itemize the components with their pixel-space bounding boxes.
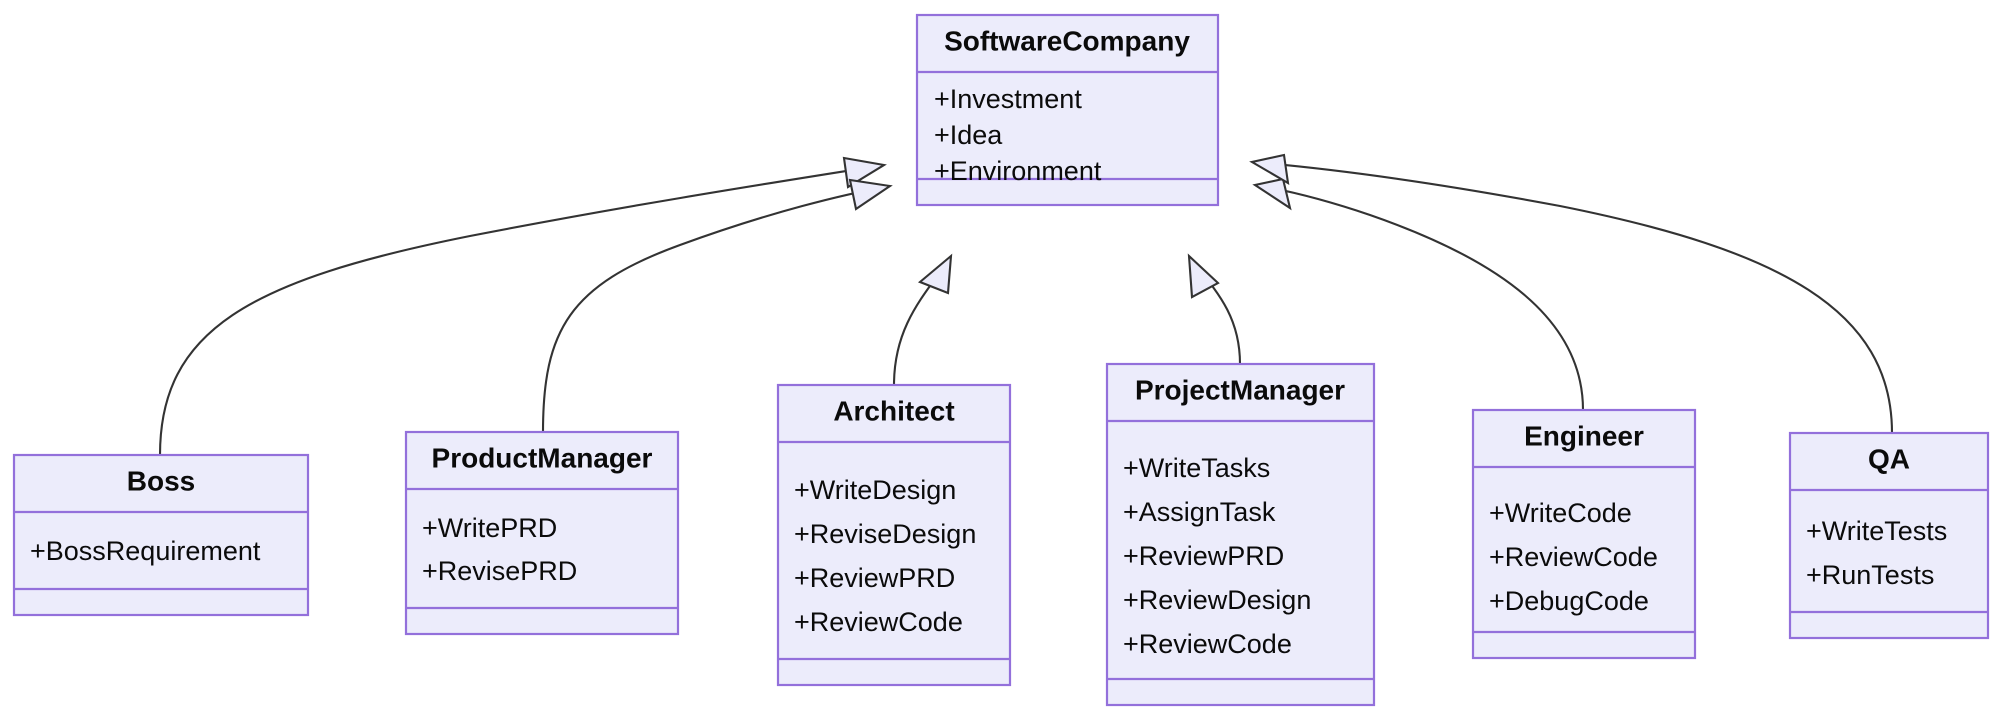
class-attribute: +AssignTask [1123, 497, 1276, 527]
class-attribute: +ReviseDesign [794, 519, 976, 549]
class-attribute: +WriteTasks [1123, 453, 1270, 483]
class-attribute: +DebugCode [1489, 586, 1649, 616]
class-box-project-manager[interactable]: ProjectManager +WriteTasks +AssignTask +… [1105, 362, 1376, 707]
class-attribute: +WriteCode [1489, 498, 1632, 528]
class-attribute: +Investment [934, 84, 1082, 114]
class-box-outline [776, 383, 1012, 687]
class-box-boss[interactable]: Boss +BossRequirement [12, 453, 310, 617]
class-title: Engineer [1524, 420, 1644, 451]
edge-project-manager-to-software-company [1187, 253, 1242, 365]
generalization-arrow-icon [848, 178, 893, 211]
class-attribute: +ReviewPRD [1123, 541, 1284, 571]
class-box-product-manager[interactable]: ProductManager +WritePRD +RevisePRD [404, 430, 680, 636]
class-box-architect[interactable]: Architect +WriteDesign +ReviseDesign +Re… [776, 383, 1012, 687]
class-box-engineer[interactable]: Engineer +WriteCode +ReviewCode +DebugCo… [1471, 408, 1697, 660]
edge-engineer-to-software-company [1252, 177, 1585, 411]
edge-qa-to-software-company [1249, 153, 1894, 434]
class-box-outline [1471, 408, 1697, 660]
class-attribute: +ReviewPRD [794, 563, 955, 593]
class-box-outline [404, 430, 680, 636]
class-attribute: +ReviewDesign [1123, 585, 1311, 615]
class-box-software-company[interactable]: SoftwareCompany +Investment +Idea +Envir… [915, 13, 1220, 207]
generalization-arrow-icon [1249, 153, 1290, 186]
edge-line [541, 184, 891, 433]
class-attribute: +ReviewCode [1489, 542, 1658, 572]
class-title: ProjectManager [1135, 374, 1345, 405]
edge-line [1254, 183, 1585, 411]
edge-product-manager-to-software-company [541, 178, 893, 433]
class-title: QA [1868, 443, 1910, 474]
class-attribute: +WriteTests [1806, 516, 1947, 546]
class-attribute: +WriteDesign [794, 475, 956, 505]
generalization-arrow-icon [1252, 177, 1292, 211]
generalization-arrow-icon [1187, 253, 1220, 299]
class-title: Boss [127, 465, 195, 496]
class-attribute: +ReviewCode [1123, 629, 1292, 659]
relationship-layer [158, 153, 1894, 456]
class-attribute: +WritePRD [422, 513, 557, 543]
class-attribute: +Idea [934, 120, 1003, 150]
edge-architect-to-software-company [892, 253, 953, 386]
class-title: SoftwareCompany [944, 25, 1190, 56]
generalization-arrow-icon [917, 253, 953, 295]
edge-line [158, 163, 885, 456]
class-box-outline [1788, 431, 1990, 640]
edge-boss-to-software-company [158, 156, 887, 456]
class-box-outline [915, 13, 1220, 207]
edge-line [1251, 160, 1894, 434]
class-attribute: +RevisePRD [422, 556, 577, 586]
class-box-qa[interactable]: QA +WriteTests +RunTests [1788, 431, 1990, 640]
class-attribute: +RunTests [1806, 560, 1934, 590]
class-attribute: +BossRequirement [30, 536, 261, 566]
class-title: ProductManager [432, 442, 653, 473]
class-title: Architect [833, 395, 954, 426]
class-attribute: +Environment [934, 156, 1102, 186]
class-attribute: +ReviewCode [794, 607, 963, 637]
